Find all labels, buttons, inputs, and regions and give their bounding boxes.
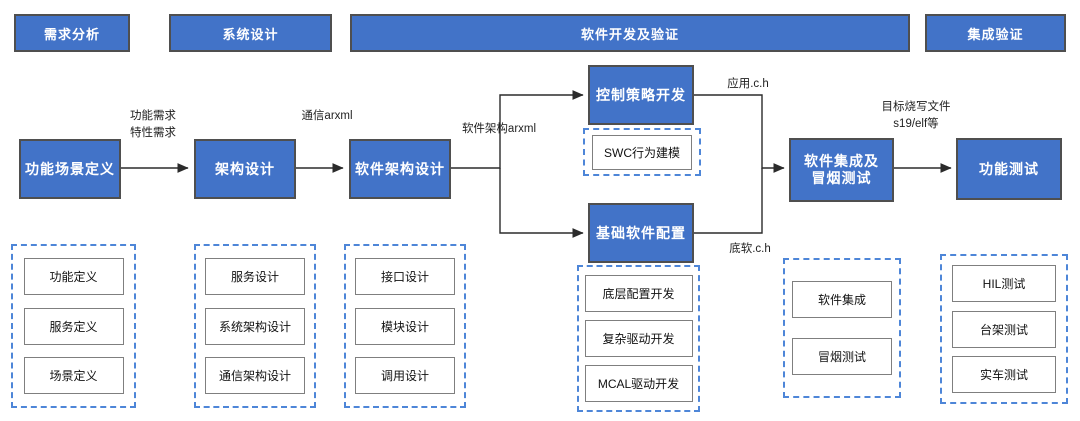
node-label-line: 冒烟测试	[811, 170, 872, 186]
node-function-scene-definition: 功能场景定义	[19, 139, 121, 199]
detail-group-software-architecture: 接口设计 模块设计 调用设计	[344, 244, 466, 408]
node-basic-software-configuration: 基础软件配置	[588, 203, 694, 263]
detail-item-mcal-driver-dev: MCAL驱动开发	[584, 365, 693, 402]
edge-label-line: 目标烧写文件	[881, 101, 951, 113]
detail-item-service-definition: 服务定义	[23, 307, 124, 345]
detail-item-interface-design: 接口设计	[355, 258, 455, 296]
edge-label-basic-software-ch: 底软.c.h	[729, 243, 771, 255]
detail-item-system-architecture-design: 系统架构设计	[205, 307, 305, 345]
node-software-integration-smoke-test: 软件集成及 冒烟测试	[789, 138, 894, 202]
edge-label-functional-requirements: 功能需求 特性需求	[113, 108, 193, 142]
detail-item-module-design: 模块设计	[355, 307, 455, 345]
edge-label-line: s19/elf等	[893, 118, 939, 130]
detail-group-architecture: 服务设计 系统架构设计 通信架构设计	[194, 244, 316, 408]
detail-item-bench-test: 台架测试	[952, 310, 1056, 348]
node-swc-behavior-modeling: SWC行为建模	[592, 134, 692, 170]
phase-system-design: 系统设计	[169, 14, 332, 52]
detail-group-basic-software: 底层配置开发 复杂驱动开发 MCAL驱动开发	[577, 265, 700, 412]
phase-integration-verification: 集成验证	[925, 14, 1066, 52]
edge-label-line: 功能需求	[130, 110, 176, 122]
detail-item-vehicle-test: 实车测试	[952, 356, 1056, 394]
phase-software-dev-verification: 软件开发及验证	[350, 14, 910, 52]
edge-label-software-architecture-arxml: 软件架构arxml	[461, 123, 537, 135]
node-function-test: 功能测试	[956, 138, 1062, 200]
detail-group-integration: 软件集成 冒烟测试	[783, 258, 901, 398]
detail-item-call-design: 调用设计	[355, 356, 455, 394]
detail-item-service-design: 服务设计	[205, 258, 305, 296]
node-architecture-design: 架构设计	[194, 139, 296, 199]
detail-group-tests: HIL测试 台架测试 实车测试	[940, 254, 1068, 404]
edge-label-communication-arxml: 通信arxml	[301, 110, 353, 122]
swc-modeling-dashed-frame: SWC行为建模	[583, 128, 701, 176]
edge-label-line: 特性需求	[130, 127, 176, 139]
detail-item-scene-definition: 场景定义	[23, 356, 124, 394]
edge-label-target-flash-file: 目标烧写文件 s19/elf等	[875, 99, 957, 133]
detail-group-function-scene: 功能定义 服务定义 场景定义	[11, 244, 136, 408]
detail-item-complex-driver-dev: 复杂驱动开发	[584, 320, 693, 357]
node-control-strategy-development: 控制策略开发	[588, 65, 694, 125]
detail-item-software-integration: 软件集成	[792, 280, 892, 318]
detail-item-function-definition: 功能定义	[23, 258, 124, 296]
node-label-line: 软件集成及	[804, 153, 879, 169]
detail-item-hil-test: HIL测试	[952, 264, 1056, 302]
detail-item-lowlevel-config-dev: 底层配置开发	[584, 275, 693, 312]
edge-label-application-ch: 应用.c.h	[727, 78, 769, 90]
node-software-architecture-design: 软件架构设计	[349, 139, 451, 199]
phase-requirements-analysis: 需求分析	[14, 14, 130, 52]
detail-item-smoke-test: 冒烟测试	[792, 338, 892, 376]
detail-item-communication-architecture-design: 通信架构设计	[205, 356, 305, 394]
